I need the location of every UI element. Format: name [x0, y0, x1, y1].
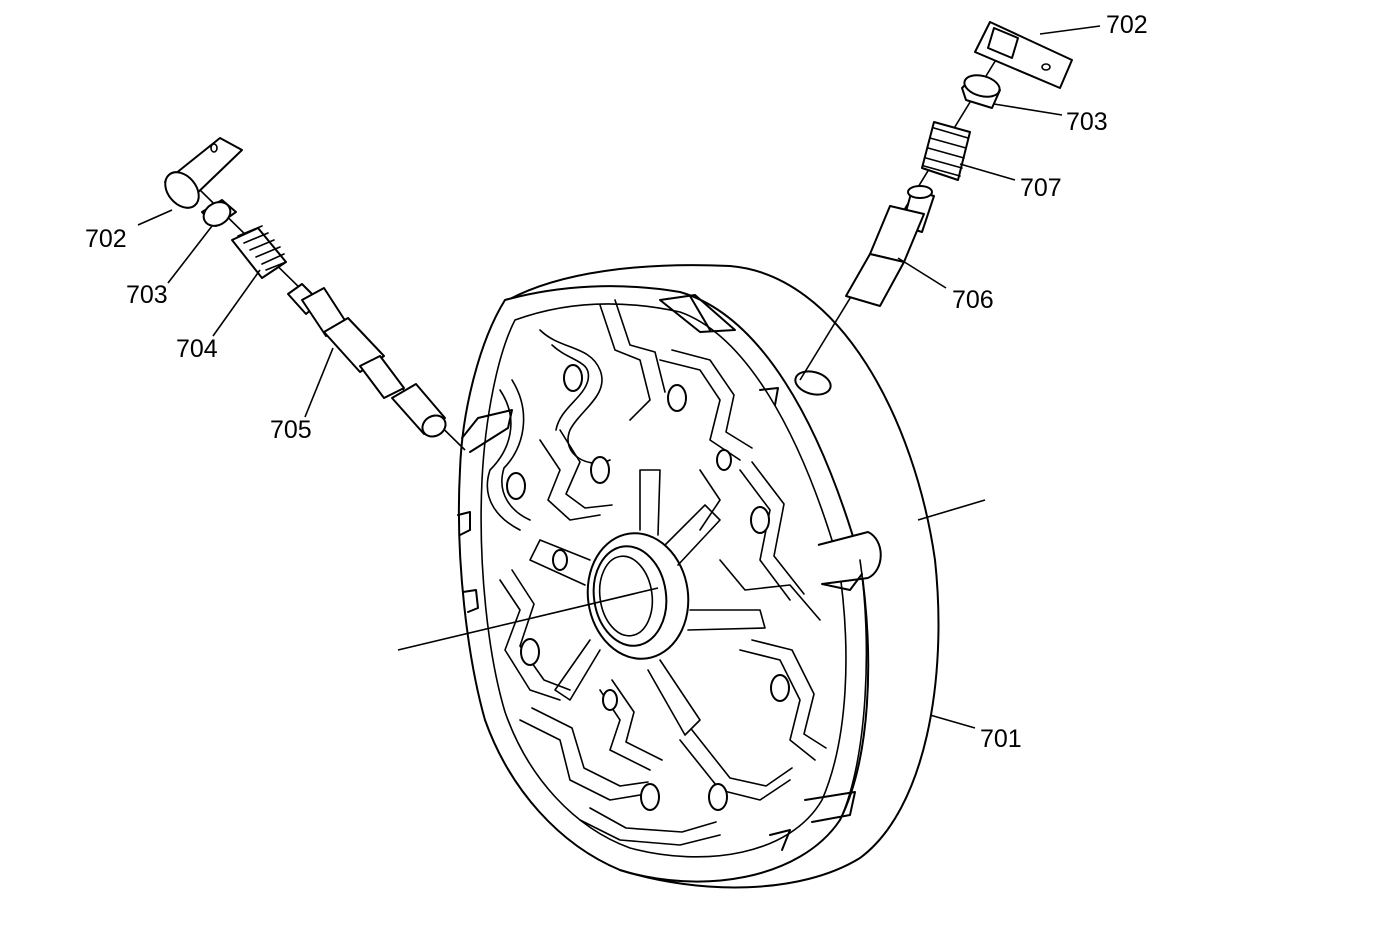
- callout-703-right: 703: [1066, 108, 1108, 136]
- callout-706: 706: [952, 286, 994, 314]
- left-valve-stack: [164, 137, 466, 451]
- right-valve-stack: [799, 21, 1073, 381]
- callout-703-left: 703: [126, 281, 168, 309]
- callout-701: 701: [980, 725, 1022, 753]
- callout-704: 704: [176, 335, 218, 363]
- body-leader-line: [917, 499, 986, 521]
- callout-702-right: 702: [1106, 11, 1148, 39]
- callout-705: 705: [270, 416, 312, 444]
- shaft-axis-line: [397, 587, 659, 651]
- pump-body-701: [457, 264, 940, 889]
- callout-707: 707: [1020, 174, 1062, 202]
- leader-lines: [137, 25, 1101, 729]
- callout-702-left: 702: [85, 225, 127, 253]
